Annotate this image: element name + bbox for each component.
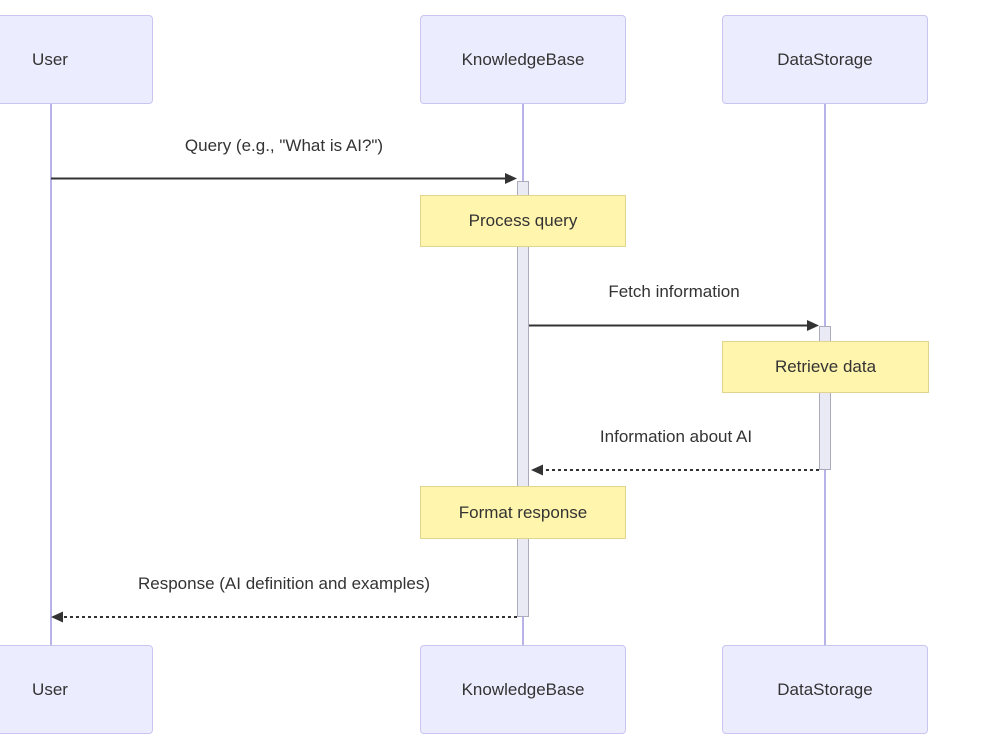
note-label: Process query <box>468 211 578 230</box>
message-arrow-fetch <box>529 320 819 331</box>
message-label-response: Response (AI definition and examples) <box>138 574 430 593</box>
actor-box-user-bottom: User <box>0 645 153 734</box>
actor-label-datastorage: DataStorage <box>777 49 873 69</box>
message-arrow-information <box>531 464 819 476</box>
note-process-query: Process query <box>420 195 626 247</box>
note-retrieve-data: Retrieve data <box>722 341 929 393</box>
message-label-information: Information about AI <box>599 427 753 446</box>
actor-box-knowledgebase-top: KnowledgeBase <box>420 15 626 104</box>
lifeline-user <box>50 104 52 645</box>
message-arrow-response <box>51 611 517 623</box>
message-label-fetch: Fetch information <box>608 282 740 301</box>
message-label-query: Query (e.g., "What is AI?") <box>184 136 384 155</box>
actor-label-knowledgebase: KnowledgeBase <box>461 679 585 699</box>
note-format-response: Format response <box>420 486 626 539</box>
note-label: Retrieve data <box>774 357 877 376</box>
actor-label-user: User <box>32 49 68 69</box>
actor-label-datastorage: DataStorage <box>777 679 873 699</box>
actor-box-user-top: User <box>0 15 153 104</box>
actor-label-knowledgebase: KnowledgeBase <box>461 49 585 69</box>
actor-label-user: User <box>32 679 68 699</box>
note-label: Format response <box>458 502 588 522</box>
actor-box-datastorage-bottom: DataStorage <box>722 645 928 734</box>
actor-box-datastorage-top: DataStorage <box>722 15 928 104</box>
actor-box-knowledgebase-bottom: KnowledgeBase <box>420 645 626 734</box>
message-arrow-query <box>51 173 517 184</box>
